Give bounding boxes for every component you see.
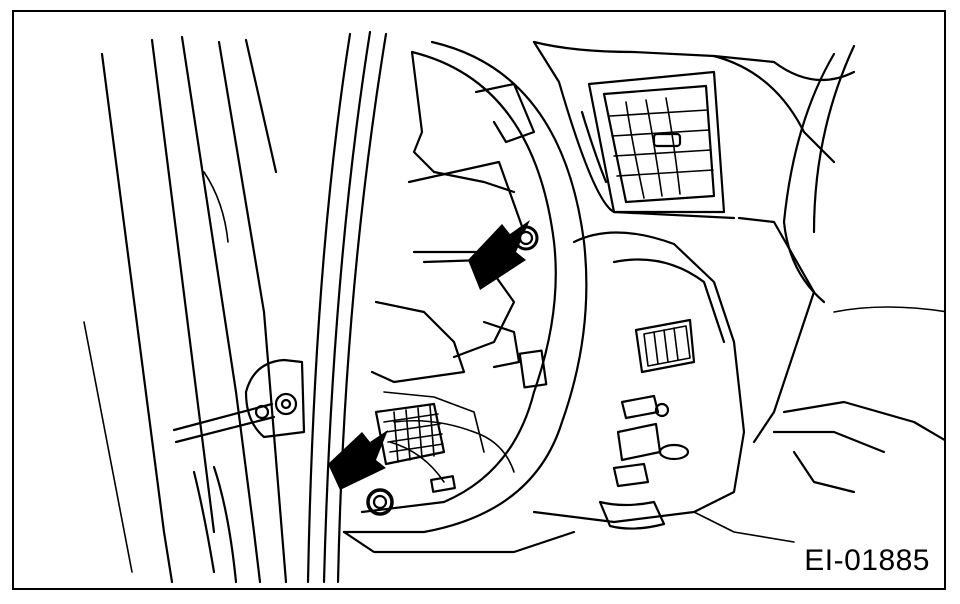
diagram-frame: EI-01885 xyxy=(12,10,946,590)
floor-lines xyxy=(342,511,795,554)
side-panel-opening xyxy=(342,40,588,534)
lower-clip-arrow-icon xyxy=(328,430,388,490)
lower-clip-circle-icon xyxy=(366,488,394,516)
figure-code: EI-01885 xyxy=(804,544,930,577)
door-edge xyxy=(306,30,388,584)
lower-dash-panel xyxy=(532,44,944,524)
air-vent xyxy=(532,40,776,220)
dashboard-illustration xyxy=(83,30,944,584)
dash-switches xyxy=(598,318,696,530)
door-check-strap xyxy=(172,358,306,444)
upper-clip-circle-icon xyxy=(513,225,539,251)
fuse-block xyxy=(374,402,515,493)
door-frame xyxy=(83,35,288,584)
